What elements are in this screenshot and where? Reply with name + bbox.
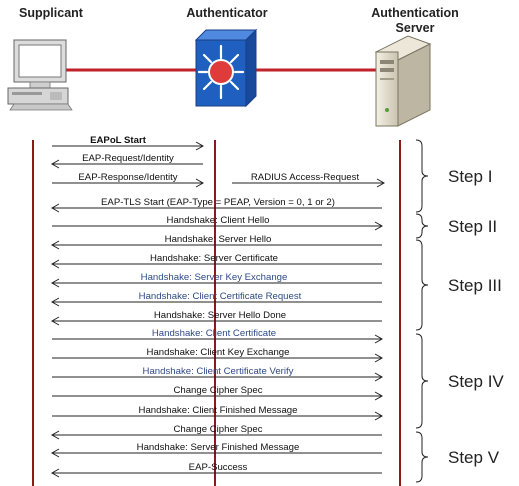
message-arrowhead — [374, 353, 384, 363]
message-12: Handshake: Client Certificate — [52, 328, 384, 344]
message-label: Handshake: Server Finished Message — [137, 442, 300, 453]
message-arrowhead — [374, 221, 384, 231]
step-label: Step II — [448, 217, 497, 236]
message-label: EAP-Request/Identity — [82, 153, 174, 164]
message-7: Handshake: Server Hello — [50, 234, 382, 250]
message-label: Handshake: Client Certificate Request — [139, 291, 302, 302]
header-supplicant: Supplicant — [19, 6, 83, 20]
message-arrowhead — [376, 178, 386, 188]
step-label: Step V — [448, 448, 500, 467]
message-17: Change Cipher Spec — [50, 424, 382, 440]
step-label: Step I — [448, 167, 492, 186]
message-label: EAP-Response/Identity — [78, 172, 177, 183]
header-auth-server-line2: Server — [395, 21, 435, 35]
step-brace — [415, 139, 429, 213]
message-arrowhead — [50, 316, 60, 326]
step-group: Step I Step II Step III Step IV Step V — [415, 139, 504, 483]
message-arrowhead — [195, 178, 205, 188]
message-9: Handshake: Server Key Exchange — [50, 272, 382, 288]
message-11: Handshake: Server Hello Done — [50, 310, 382, 326]
message-arrowhead — [50, 159, 60, 169]
message-10: Handshake: Client Certificate Request — [50, 291, 382, 307]
header-auth-server-line1: Authentication — [371, 6, 459, 20]
message-15: Change Cipher Spec — [52, 385, 384, 401]
message-label: EAP-Success — [189, 462, 248, 473]
message-18: Handshake: Server Finished Message — [50, 442, 382, 458]
message-3: EAP-Response/Identity — [52, 172, 205, 188]
header-authenticator: Authenticator — [186, 6, 268, 20]
message-arrowhead — [374, 372, 384, 382]
message-8: Handshake: Server Certificate — [50, 253, 382, 269]
message-arrowhead — [50, 203, 60, 213]
step-brace — [415, 333, 429, 429]
message-label: RADIUS Access-Request — [251, 172, 360, 183]
server-icon — [374, 35, 432, 127]
message-arrowhead — [374, 411, 384, 421]
message-arrowhead — [50, 278, 60, 288]
message-arrowhead — [195, 141, 205, 151]
message-6: Handshake: Client Hello — [52, 215, 384, 231]
message-4: RADIUS Access-Request — [232, 172, 386, 188]
message-arrowhead — [50, 468, 60, 478]
message-label: Handshake: Client Certificate — [152, 328, 276, 339]
message-arrowhead — [374, 334, 384, 344]
message-2: EAP-Request/Identity — [50, 153, 203, 169]
message-label: Handshake: Server Hello Done — [154, 310, 286, 321]
message-arrowhead — [50, 430, 60, 440]
message-14: Handshake: Client Certificate Verify — [52, 366, 384, 382]
message-label: EAPoL Start — [90, 135, 147, 146]
message-label: Handshake: Client Hello — [167, 215, 270, 226]
message-arrowhead — [50, 259, 60, 269]
switch-icon — [194, 28, 258, 108]
message-label: Handshake: Server Hello — [165, 234, 272, 245]
message-19: EAP-Success — [50, 462, 382, 478]
message-arrowhead — [374, 391, 384, 401]
message-arrowhead — [50, 297, 60, 307]
message-label: Handshake: Server Key Exchange — [141, 272, 288, 283]
message-label: Handshake: Server Certificate — [150, 253, 278, 264]
message-label: Handshake: Client Key Exchange — [147, 347, 290, 358]
step-brace — [415, 431, 429, 483]
message-label: Handshake: Client Finished Message — [139, 405, 298, 416]
message-16: Handshake: Client Finished Message — [52, 405, 384, 421]
header-auth-server: Authentication Server — [360, 6, 470, 36]
message-5: EAP-TLS Start (EAP-Type = PEAP, Version … — [50, 197, 382, 213]
message-arrowhead — [50, 240, 60, 250]
step-brace — [415, 213, 429, 239]
step-label: Step IV — [448, 372, 504, 391]
message-label: Change Cipher Spec — [173, 424, 262, 435]
message-label: Handshake: Client Certificate Verify — [143, 366, 294, 377]
message-13: Handshake: Client Key Exchange — [52, 347, 384, 363]
message-label: EAP-TLS Start (EAP-Type = PEAP, Version … — [101, 197, 335, 208]
computer-icon — [7, 39, 73, 111]
step-label: Step III — [448, 276, 502, 295]
message-1: EAPoL Start — [52, 135, 205, 151]
message-arrowhead — [50, 448, 60, 458]
step-brace — [415, 239, 429, 331]
message-label: Change Cipher Spec — [173, 385, 262, 396]
message-group: EAPoL StartEAP-Request/IdentityEAP-Respo… — [50, 135, 386, 478]
